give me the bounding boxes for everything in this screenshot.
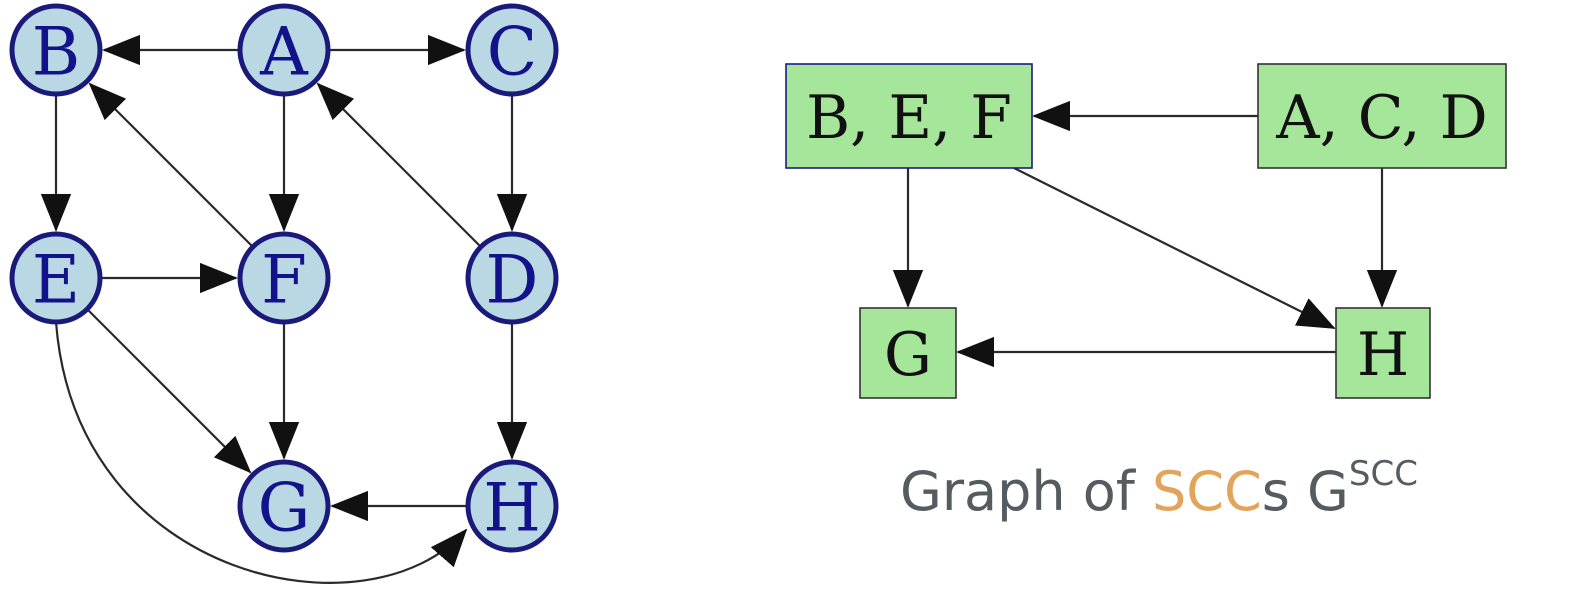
edge-e-h [54, 321, 468, 584]
caption-accent: SCC [1152, 460, 1262, 523]
node-a[interactable]: A [237, 3, 331, 97]
node-circle [237, 231, 331, 325]
edge-d-a [316, 82, 481, 247]
scc-box [859, 307, 957, 399]
node-label: G [258, 470, 311, 547]
scc-box [1335, 307, 1431, 399]
node-e[interactable]: E [9, 231, 103, 325]
scc-graph: B, E, F A, C, D G H [785, 63, 1507, 399]
node-label: C [487, 14, 538, 91]
original-graph-edges [40, 34, 528, 584]
scc-graph-components: B, E, F A, C, D G H [785, 63, 1507, 399]
node-b[interactable]: B [9, 3, 103, 97]
scc-label: B, E, F [806, 83, 1012, 153]
node-label: E [32, 242, 80, 319]
node-label: A [259, 14, 309, 91]
node-d[interactable]: D [465, 231, 559, 325]
caption-superscript: SCC [1348, 454, 1418, 494]
edge-e-g [87, 309, 252, 474]
node-c[interactable]: C [465, 3, 559, 97]
node-f[interactable]: F [237, 231, 331, 325]
scc-label: H [1357, 320, 1409, 390]
node-g[interactable]: G [237, 459, 331, 553]
scc-component-acd[interactable]: A, C, D [1257, 63, 1507, 169]
node-circle [465, 231, 559, 325]
scc-component-h[interactable]: H [1335, 307, 1431, 399]
scc-graph-edges [892, 100, 1398, 368]
node-circle [465, 459, 559, 553]
scc-component-g[interactable]: G [859, 307, 957, 399]
scc-box [1257, 63, 1507, 169]
node-circle [9, 231, 103, 325]
caption-suffix: s G [1261, 460, 1349, 523]
edge-f-b [88, 82, 253, 247]
node-circle [465, 3, 559, 97]
node-h[interactable]: H [465, 459, 559, 553]
node-circle [9, 3, 103, 97]
node-label: D [486, 242, 539, 319]
original-graph-nodes: A B C D E F G H [9, 3, 559, 553]
caption-prefix: Graph of [900, 460, 1153, 523]
node-circle [237, 3, 331, 97]
scc-label: G [884, 320, 932, 390]
original-graph: A B C D E F G H [9, 3, 559, 584]
scc-component-bef[interactable]: B, E, F [785, 63, 1033, 169]
scc-label: A, C, D [1275, 83, 1488, 153]
node-label: B [32, 14, 81, 91]
node-label: F [261, 242, 307, 319]
node-circle [237, 459, 331, 553]
scc-edge-bef-h [1013, 167, 1336, 329]
scc-box [785, 63, 1033, 169]
node-label: H [483, 470, 541, 547]
